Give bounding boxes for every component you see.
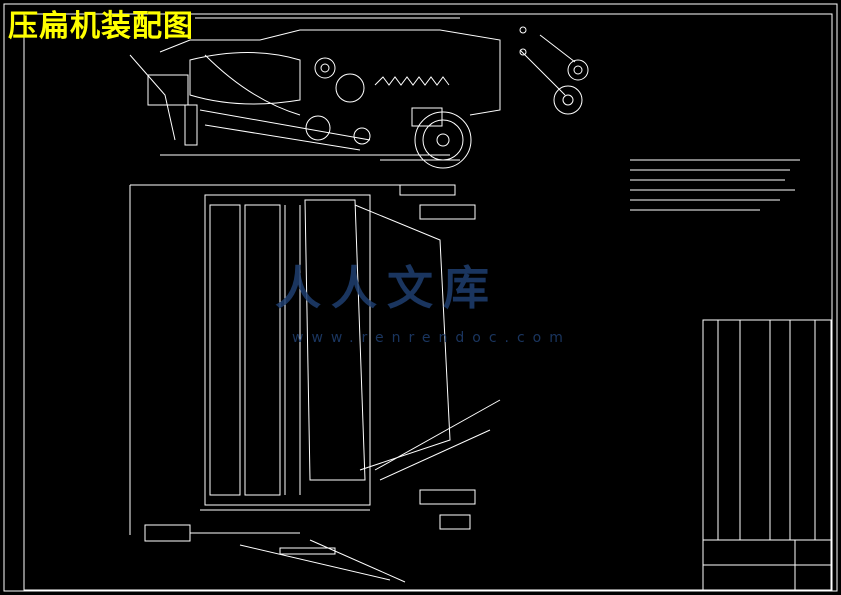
front-view	[129, 184, 501, 583]
watermark-text: 人人文库	[275, 261, 499, 315]
parts-table	[702, 319, 832, 591]
detail-view	[519, 26, 589, 115]
sheet-border	[3, 3, 838, 592]
side-view	[129, 17, 501, 169]
watermark-url: www.renrendoc.com	[292, 330, 571, 346]
drawing-frame	[23, 13, 833, 591]
notes-block	[630, 159, 800, 211]
drawing-title: 压扁机装配图	[8, 9, 194, 44]
